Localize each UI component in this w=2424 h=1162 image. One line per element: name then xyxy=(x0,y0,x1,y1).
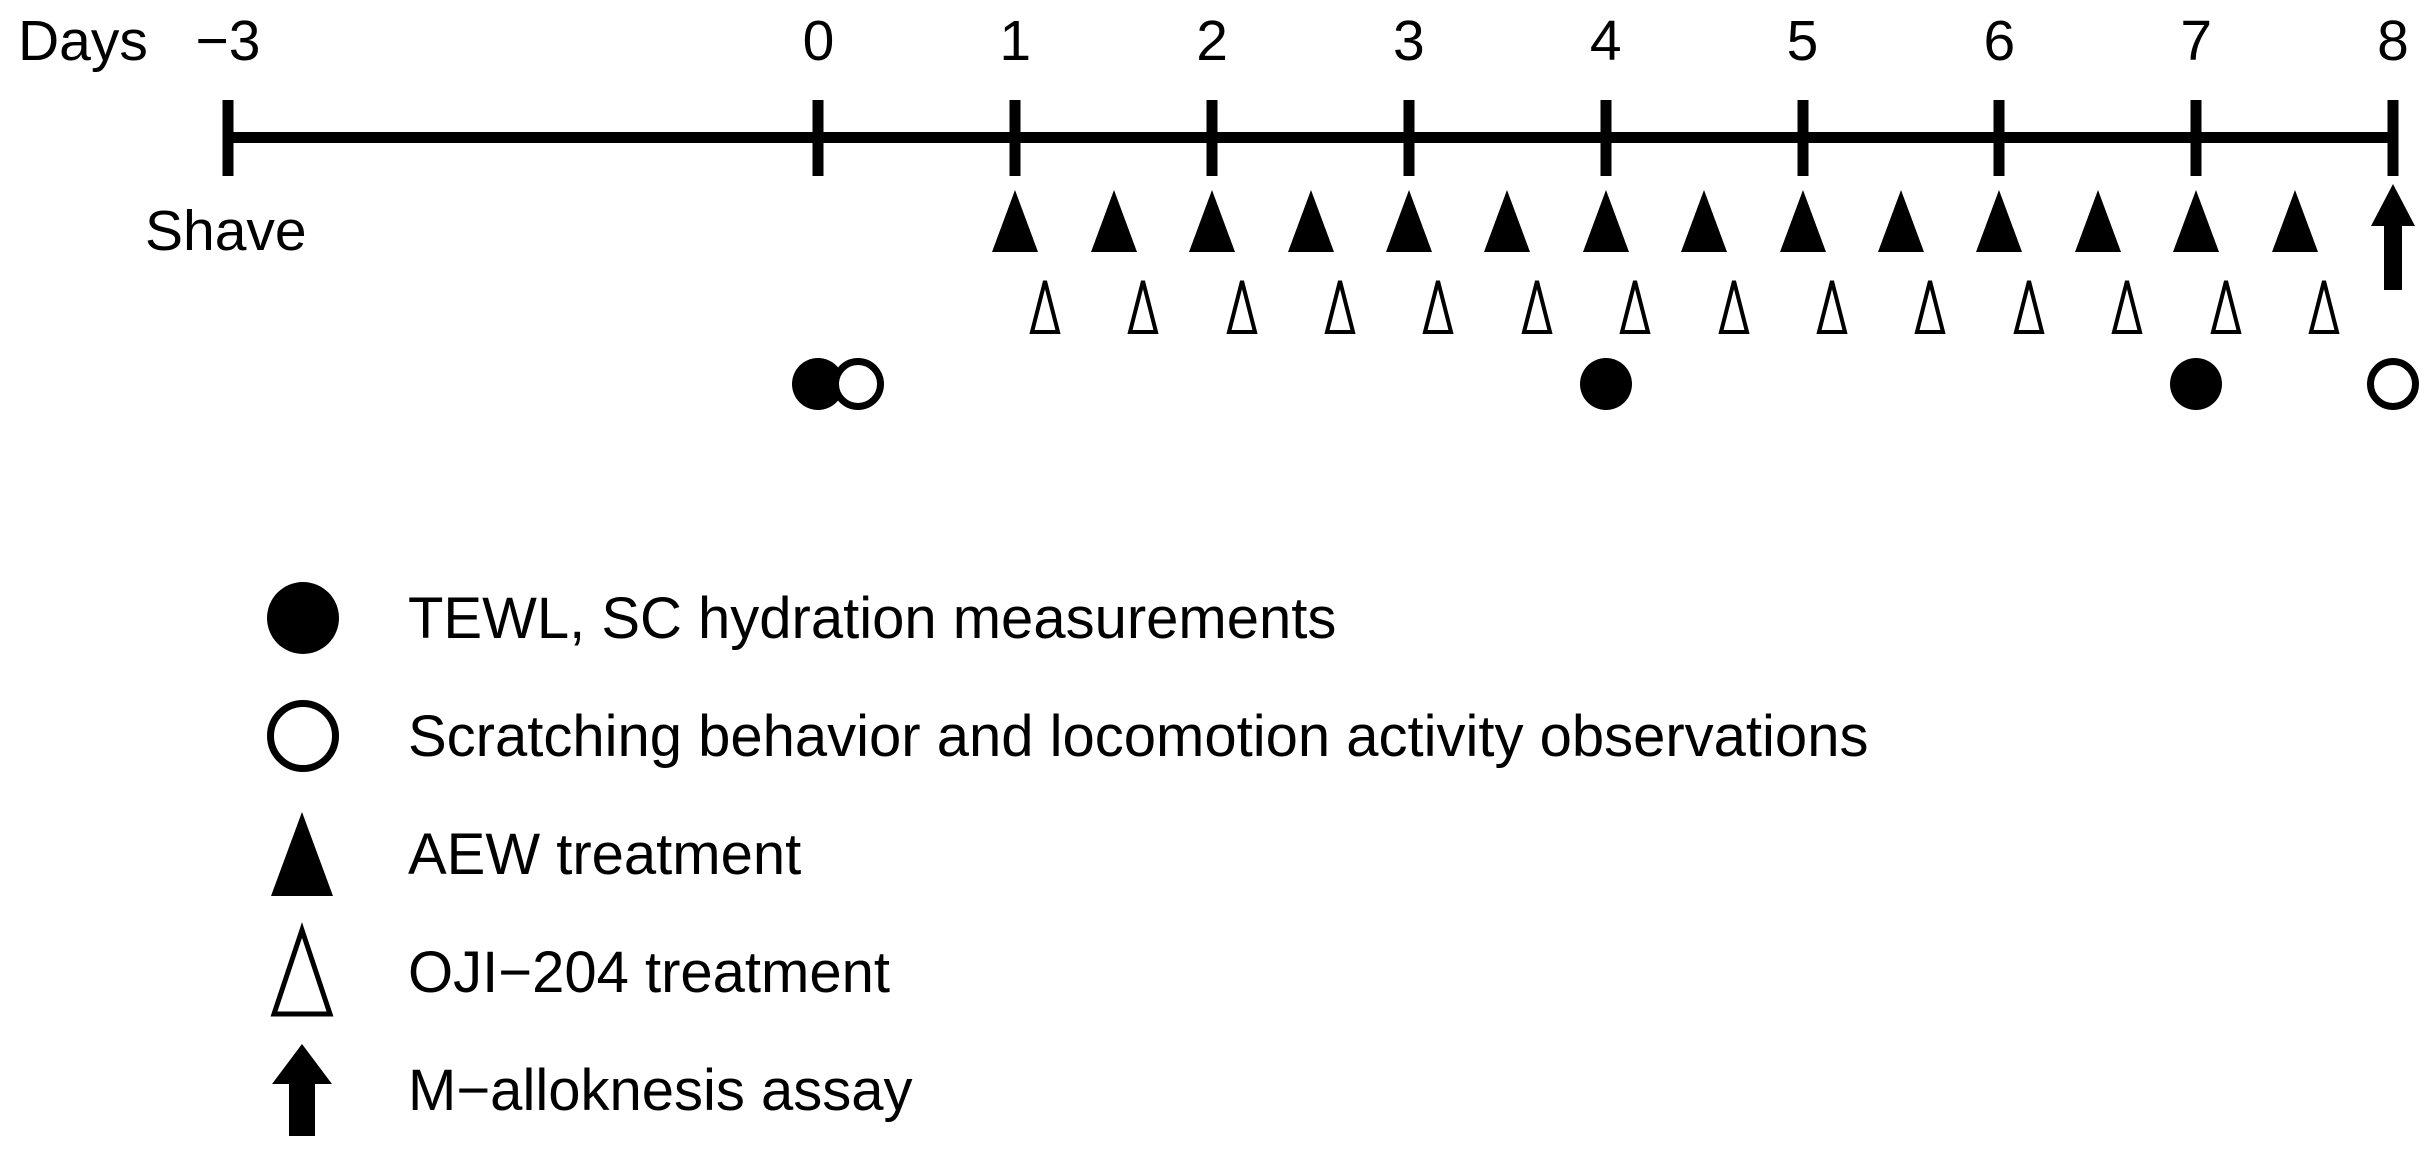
axis-tick xyxy=(222,100,234,176)
axis-tick xyxy=(1797,100,1809,176)
axis-tick xyxy=(2190,100,2202,176)
axis-tick-label: 8 xyxy=(2377,9,2409,73)
up-arrow-icon xyxy=(245,1032,375,1150)
oji204-treatment-marker xyxy=(2009,278,2049,341)
legend-label: M−alloknesis assay xyxy=(408,1058,913,1123)
axis-tick-label: −3 xyxy=(195,9,261,73)
aew-treatment-marker xyxy=(1779,190,1826,252)
aew-treatment-marker xyxy=(1189,190,1236,252)
axis-tick-label: 3 xyxy=(1393,9,1425,73)
axis-tick-label: 5 xyxy=(1786,9,1819,73)
axis-tick xyxy=(1009,100,1021,176)
aew-treatment-marker xyxy=(1385,190,1432,252)
oji204-treatment-marker xyxy=(2206,278,2246,341)
axis-tick-label: 1 xyxy=(999,9,1032,73)
filled-circle-icon xyxy=(245,560,375,678)
oji204-treatment-marker xyxy=(1418,278,1458,341)
legend-item-aew: AEW treatment xyxy=(0,796,2424,914)
aew-treatment-marker xyxy=(2074,190,2121,252)
axis-tick xyxy=(1993,100,2005,176)
legend-item-tewl: TEWL, SC hydration measurements xyxy=(0,560,2424,678)
axis-tick-label: 0 xyxy=(802,9,835,73)
oji204-treatment-marker xyxy=(1714,278,1754,341)
aew-treatment-marker xyxy=(2173,190,2220,252)
axis-tick xyxy=(1600,100,1612,176)
open-circle-icon xyxy=(245,678,375,796)
oji204-treatment-marker xyxy=(1910,278,1950,341)
aew-treatment-marker xyxy=(1877,190,1924,252)
scratching-observation-marker xyxy=(2367,358,2419,410)
axis-tick xyxy=(2387,100,2399,176)
aew-treatment-marker xyxy=(1976,190,2023,252)
aew-treatment-marker xyxy=(1287,190,1334,252)
legend-item-alloknesis: M−alloknesis assay xyxy=(0,1032,2424,1150)
oji204-treatment-marker xyxy=(1320,278,1360,341)
legend-label: OJI−204 treatment xyxy=(408,940,890,1005)
oji204-treatment-marker xyxy=(1025,278,1065,341)
scratching-observation-marker xyxy=(831,358,884,410)
oji204-treatment-marker xyxy=(2304,278,2344,341)
aew-treatment-marker xyxy=(1090,190,1137,252)
axis-tick-label: 6 xyxy=(1983,9,2016,73)
axis-tick-label: 7 xyxy=(2180,9,2213,73)
axis-tick xyxy=(1403,100,1415,176)
experiment-timeline-figure: Days Shave −3 0 1 2 3 4 5 6 7 8 xyxy=(0,0,2424,470)
legend-label: AEW treatment xyxy=(408,822,802,887)
shave-annotation-label: Shave xyxy=(145,199,307,263)
aew-treatment-marker xyxy=(1582,190,1629,252)
oji204-treatment-marker xyxy=(2107,278,2147,341)
filled-triangle-icon xyxy=(245,796,375,914)
open-triangle-icon xyxy=(245,914,375,1032)
legend-item-oji204: OJI−204 treatment xyxy=(0,914,2424,1032)
legend: TEWL, SC hydration measurements Scratchi… xyxy=(0,560,2424,1150)
legend-label: TEWL, SC hydration measurements xyxy=(408,586,1337,651)
legend-item-scratching: Scratching behavior and locomotion activ… xyxy=(0,678,2424,796)
oji204-treatment-marker xyxy=(1123,278,1163,341)
axis-tick xyxy=(1206,100,1218,176)
axis-tick-label: 4 xyxy=(1589,9,1622,73)
axis-tick-label: 2 xyxy=(1196,9,1228,73)
oji204-treatment-marker xyxy=(1517,278,1557,341)
oji204-treatment-marker xyxy=(1615,278,1655,341)
axis-tick xyxy=(812,100,824,176)
aew-treatment-marker xyxy=(1681,190,1728,252)
axis-title-days: Days xyxy=(18,9,148,73)
aew-treatment-marker xyxy=(992,190,1039,252)
axis-line xyxy=(228,132,2393,143)
legend-label: Scratching behavior and locomotion activ… xyxy=(408,704,1869,769)
oji204-treatment-marker xyxy=(1812,278,1852,341)
tewl-measurement-marker xyxy=(2170,358,2223,410)
oji204-treatment-marker xyxy=(1222,278,1262,341)
tewl-measurement-marker xyxy=(1579,358,1632,410)
aew-treatment-marker xyxy=(1484,190,1531,252)
aew-treatment-marker xyxy=(2271,190,2318,252)
alloknesis-assay-marker xyxy=(2366,182,2420,297)
